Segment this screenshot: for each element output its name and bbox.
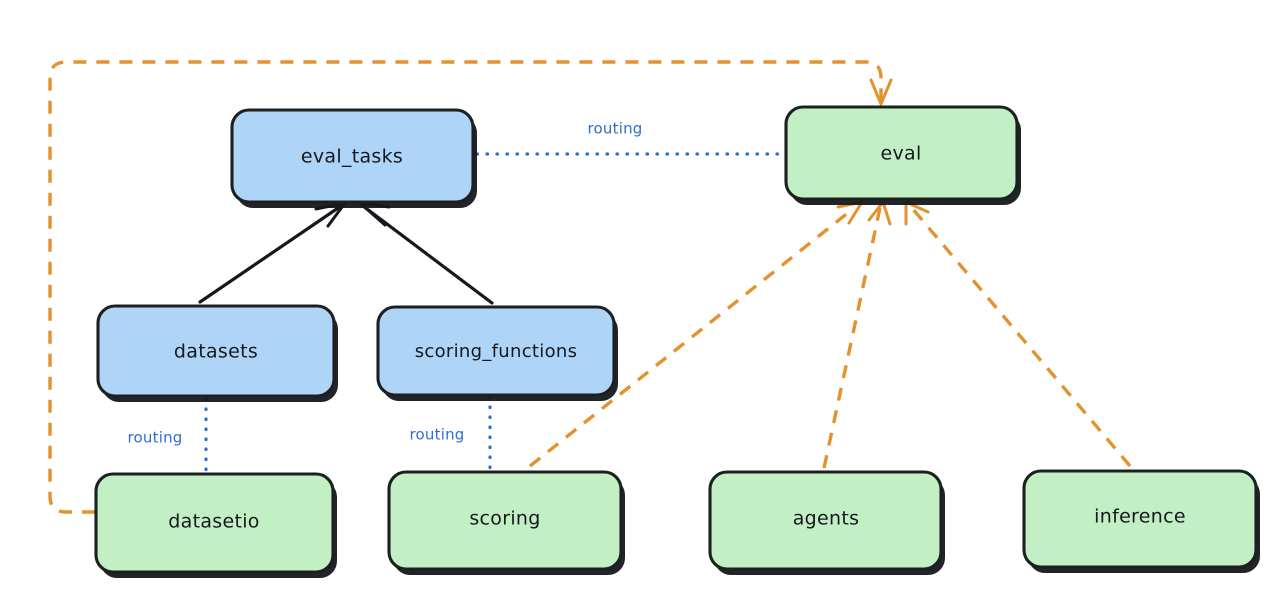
edge-scoring_functions-to-eval_tasks xyxy=(358,201,494,305)
node-eval[interactable]: eval xyxy=(784,105,1021,205)
node-inference[interactable]: inference xyxy=(1022,469,1260,573)
node-agents[interactable]: agents xyxy=(708,470,945,575)
node-scoring[interactable]: scoring xyxy=(387,470,625,575)
edge-datasets-to-eval_tasks xyxy=(198,201,347,304)
edge-label-routing-eval: routing xyxy=(588,120,643,138)
node-label-datasets: datasets xyxy=(174,341,258,363)
edge-inference-to-eval xyxy=(904,200,1132,468)
edge-datasetio-to-eval xyxy=(48,60,893,514)
node-datasets[interactable]: datasets xyxy=(96,304,338,402)
node-eval_tasks[interactable]: eval_tasks xyxy=(230,108,477,208)
node-datasetio[interactable]: datasetio xyxy=(94,472,337,578)
edge-agents-to-eval xyxy=(822,200,892,469)
node-label-datasetio: datasetio xyxy=(168,511,259,533)
node-label-eval_tasks: eval_tasks xyxy=(301,146,403,168)
edge-label-layer: routing routing routing xyxy=(128,120,643,447)
edge-label-routing-scoring: routing xyxy=(410,426,465,444)
node-label-scoring_functions: scoring_functions xyxy=(415,341,578,362)
node-layer: eval_tasks eval datasets scoring_functio… xyxy=(94,105,1260,578)
node-scoring_functions[interactable]: scoring_functions xyxy=(376,305,618,401)
edge-label-routing-datasetio: routing xyxy=(128,429,183,447)
node-label-inference: inference xyxy=(1094,506,1186,528)
node-label-eval: eval xyxy=(880,143,921,165)
node-label-scoring: scoring xyxy=(469,508,540,530)
node-label-agents: agents xyxy=(793,508,860,530)
